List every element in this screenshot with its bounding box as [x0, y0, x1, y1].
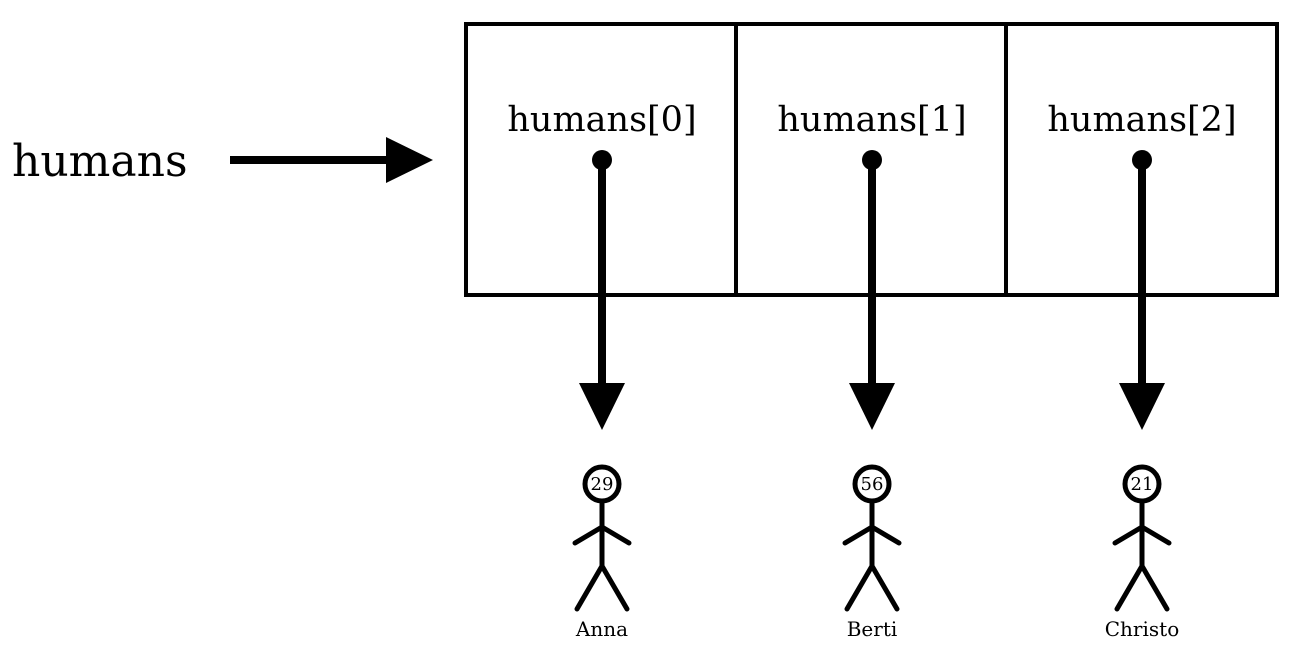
person-figure-0	[572, 464, 632, 612]
person-figure-1	[842, 464, 902, 612]
person-name-1: Berti	[847, 617, 898, 641]
cell-group-1: humans[1] 56 Berti	[777, 100, 966, 641]
cell-label-1: humans[1]	[777, 100, 966, 140]
reference-arrow-head-0	[579, 383, 625, 430]
person-age-2: 21	[1131, 474, 1154, 495]
person-figure-2	[1112, 464, 1172, 612]
person-name-2: Christo	[1105, 617, 1179, 641]
person-age-1: 56	[861, 474, 884, 495]
reference-arrow-head-1	[849, 383, 895, 430]
cell-label-0: humans[0]	[507, 100, 696, 140]
cell-label-2: humans[2]	[1047, 100, 1236, 140]
variable-arrow-head	[386, 137, 433, 183]
variable-label: humans	[12, 136, 188, 187]
cell-group-0: humans[0] 29 Anna	[507, 100, 696, 641]
person-name-0: Anna	[575, 617, 628, 641]
reference-arrow-head-2	[1119, 383, 1165, 430]
person-age-0: 29	[591, 474, 614, 495]
cell-group-2: humans[2] 21 Christo	[1047, 100, 1236, 641]
